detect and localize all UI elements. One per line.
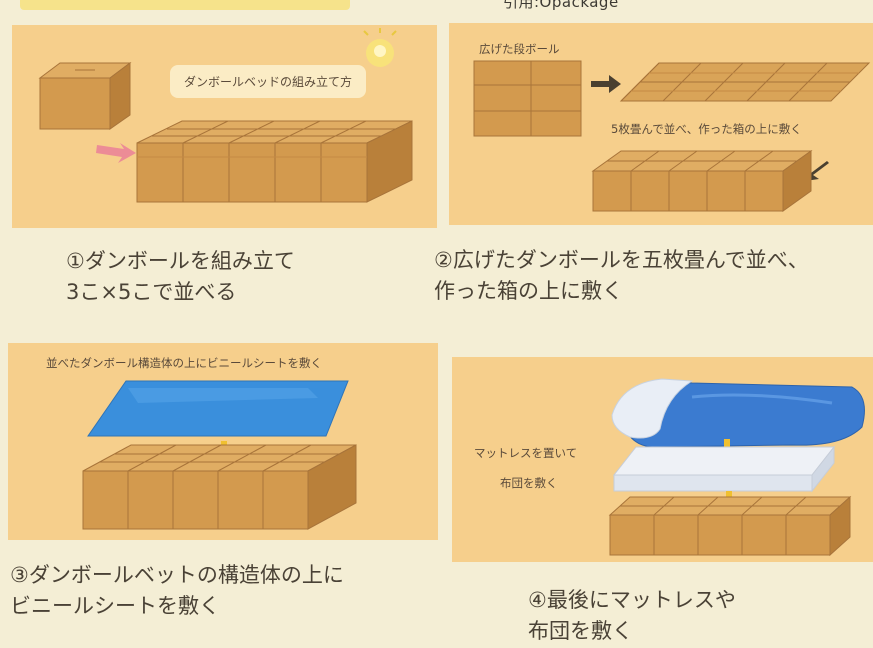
step2-drawing (473, 60, 871, 212)
step3-caption-line2: ビニールシートを敷く (10, 594, 220, 618)
top-tab-decoration (20, 0, 350, 10)
step1-drawing (38, 28, 413, 203)
step2-caption-line2: 作った箱の上に敷く (434, 279, 623, 303)
step2-caption-line1: ②広げたダンボールを五枚畳んで並べ、 (434, 248, 809, 272)
step2-flat-label: 広げた段ボール (479, 42, 560, 56)
step3-illustration: 並べたダンボール構造体の上にビニールシートを敷く (8, 343, 438, 540)
source-credit: 引用:Opackage (503, 0, 619, 11)
step4-label-line2: 布団を敷く (500, 476, 558, 490)
arrow-right-icon (591, 75, 621, 93)
step3-top-label: 並べたダンボール構造体の上にビニールシートを敷く (46, 356, 322, 370)
step4-illustration: マットレスを置いて 布団を敷く (452, 357, 873, 562)
step1-title-bubble: ダンボールベッドの組み立て方 (170, 65, 367, 98)
step2-stack-label: 5枚畳んで並べ、作った箱の上に敷く (611, 122, 802, 136)
step4-label-line1: マットレスを置いて (474, 446, 578, 460)
step1-illustration: ダンボールベッドの組み立て方 (12, 25, 437, 228)
step1-caption-line2: 3こ×5こで並べる (66, 280, 237, 304)
step3-caption-line1: ③ダンボールベットの構造体の上に (10, 563, 344, 587)
step4-caption-line2: 布団を敷く (528, 619, 633, 643)
step2-illustration: 広げた段ボール 5枚畳んで並べ、作った箱の上に敷く (449, 23, 873, 225)
arrow-right-icon (96, 143, 136, 163)
step1-caption-line1: ①ダンボールを組み立て (66, 249, 295, 273)
step4-caption-line1: ④最後にマットレスや (528, 588, 736, 612)
step3-drawing (82, 380, 357, 530)
lightbulb-icon (363, 28, 397, 67)
step4-drawing (608, 378, 865, 557)
